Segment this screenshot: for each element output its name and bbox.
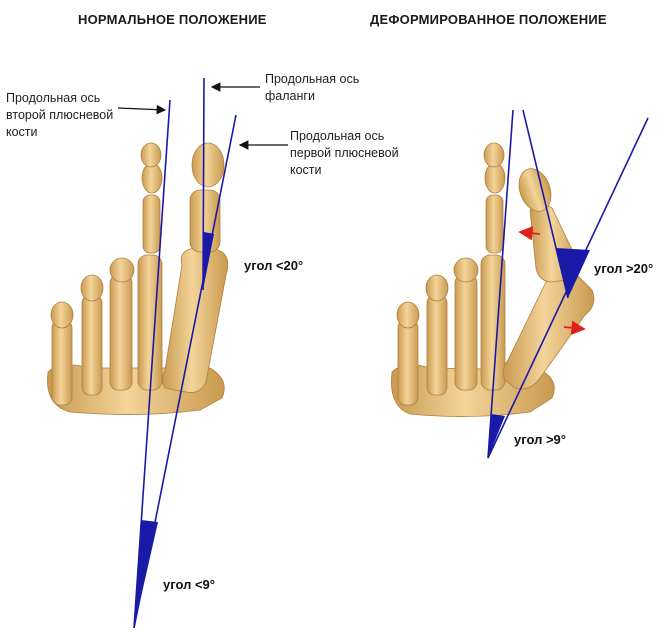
normal-intermetatarsal-angle-wedge: [134, 520, 158, 628]
normal-phalanx-1-dist: [192, 143, 224, 187]
normal-metatarsal-4: [82, 295, 102, 395]
deformed-phalanx-2-prox: [486, 195, 503, 253]
normal-metatarsal-3: [110, 275, 132, 390]
label-second-metatarsal-axis: Продольная ось второй плюсневой кости: [6, 90, 113, 141]
label-phalanx-axis: Продольная ось фаланги: [265, 71, 359, 105]
label-first-metatarsal-line-1: Продольная ось: [290, 128, 399, 145]
label-second-metatarsal-line-1: Продольная ось: [6, 90, 113, 107]
angle-deformed-intermetatarsal: угол >9°: [514, 432, 566, 447]
deformed-phalanx-3: [454, 258, 478, 282]
heading-normal: НОРМАЛЬНОЕ ПОЛОЖЕНИЕ: [78, 12, 267, 27]
heading-deformed: ДЕФОРМИРОВАННОЕ ПОЛОЖЕНИЕ: [370, 12, 607, 27]
normal-phalanx-4: [81, 275, 103, 301]
deformed-phalanx-2-mid: [485, 163, 505, 193]
deformed-phalanx-5: [397, 302, 419, 328]
angle-normal-intermetatarsal: угол <9°: [163, 577, 215, 592]
angle-deformed-hallux: угол >20°: [594, 261, 653, 276]
normal-metatarsal-5: [52, 320, 72, 405]
normal-phalanx-5: [51, 302, 73, 328]
deformed-metatarsal-5: [398, 320, 418, 405]
normal-foot: [47, 143, 227, 415]
label-first-metatarsal-line-2: первой плюсневой: [290, 145, 399, 162]
normal-phalanx-2-dist: [141, 143, 161, 167]
deformed-metatarsal-4: [427, 295, 447, 395]
deformed-phalanx-2-dist: [484, 143, 504, 167]
deformed-metatarsal-3: [455, 275, 477, 390]
label-second-metatarsal-line-2: второй плюсневой: [6, 107, 113, 124]
normal-phalanx-3: [110, 258, 134, 282]
label-phalanx-line-1: Продольная ось: [265, 71, 359, 88]
normal-phalanx-2-mid: [142, 163, 162, 193]
pointer-second-metatarsal: [118, 108, 165, 110]
label-second-metatarsal-line-3: кости: [6, 124, 113, 141]
label-first-metatarsal-line-3: кости: [290, 162, 399, 179]
angle-normal-hallux: угол <20°: [244, 258, 303, 273]
label-phalanx-line-2: фаланги: [265, 88, 359, 105]
label-first-metatarsal-axis: Продольная ось первой плюсневой кости: [290, 128, 399, 179]
normal-phalanx-2-prox: [143, 195, 160, 253]
deformed-phalanx-4: [426, 275, 448, 301]
